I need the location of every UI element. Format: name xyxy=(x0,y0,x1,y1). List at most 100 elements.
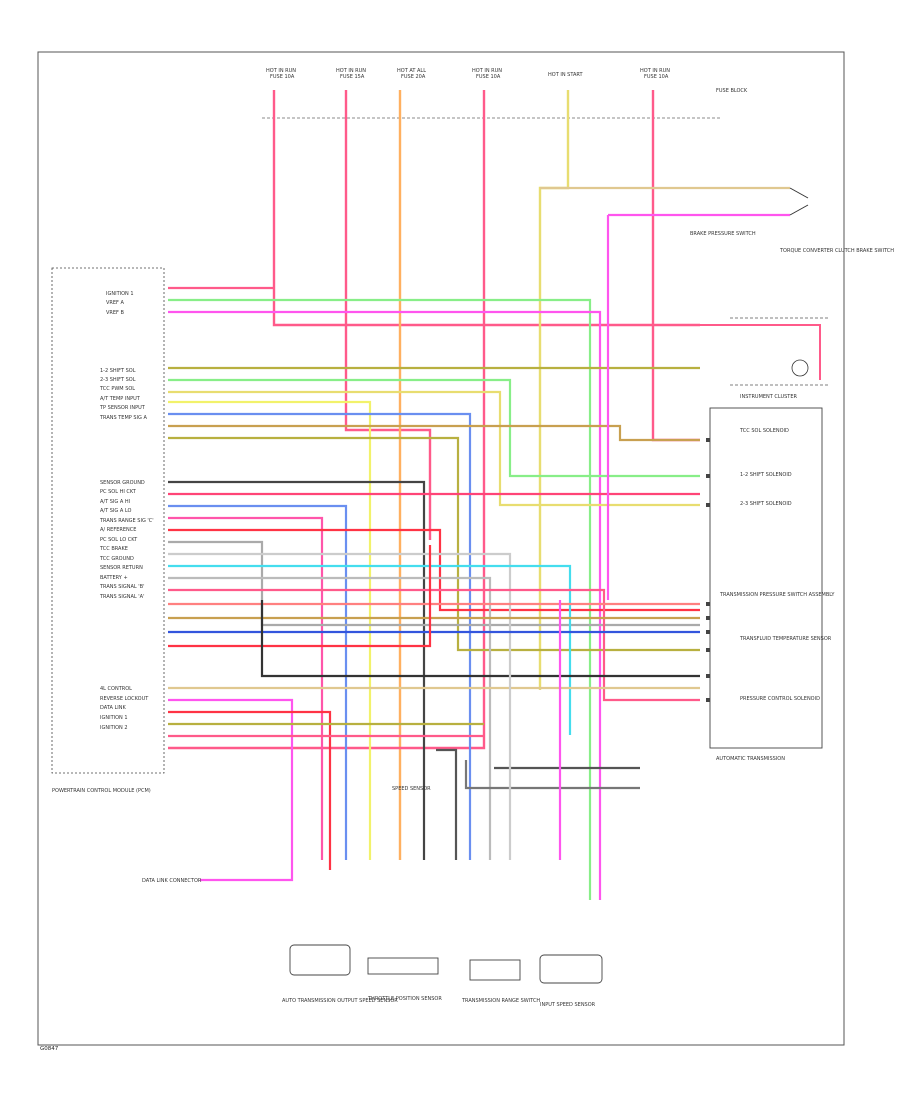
wire xyxy=(168,698,294,882)
pcm-pins-group-1: IGNITION 1 VREF A VREF B xyxy=(106,291,134,316)
fuse-6-label: HOT IN RUN xyxy=(640,68,670,74)
wire xyxy=(168,710,332,870)
fuse-3-sub: FUSE 20A xyxy=(401,74,426,80)
pcm-pin-label: PC SOL LO CKT xyxy=(100,537,138,543)
brake-switch-region: BRAKE PRESSURE SWITCH TORQUE CONVERTER C… xyxy=(540,186,894,600)
wire-pnk-1 xyxy=(272,90,700,327)
wire xyxy=(168,516,324,860)
pcm-pin-label: A/T TEMP INPUT xyxy=(100,396,141,402)
shift-solenoid-a-label: 1-2 SHIFT SOLENOID xyxy=(740,472,792,478)
pcm-pin-label: 2-3 SHIFT SOL xyxy=(100,377,136,383)
wire-pnk-3 xyxy=(168,90,486,750)
pcm-pin-label: SENSOR GROUND xyxy=(100,480,145,486)
fuse-3-label: HOT AT ALL xyxy=(397,68,426,74)
fuse-2-label: HOT IN RUN xyxy=(336,68,366,74)
pcm-pin-label: BATTERY + xyxy=(100,575,128,581)
auto-trans-label: AUTOMATIC TRANSMISSION xyxy=(716,756,785,762)
pcm-wires-group-1 xyxy=(168,286,602,900)
tcc-solenoid-label: TCC SOL SOLENOID xyxy=(739,428,789,434)
wire xyxy=(168,298,592,900)
pin-marker xyxy=(706,630,710,634)
pcm-pins-group-2: 1-2 SHIFT SOL 2-3 SHIFT SOL TCC PWM SOL … xyxy=(99,368,147,421)
range-switch-label: TRANSMISSION RANGE SWITCH xyxy=(461,998,540,1004)
fuse-2-sub: FUSE 15A xyxy=(340,74,365,80)
pcm-pin-label: TCC BRAKE xyxy=(99,546,128,552)
pressure-switch-label: TRANSMISSION PRESSURE SWITCH ASSEMBLY xyxy=(719,592,835,598)
vss-label: AUTO TRANSMISSION OUTPUT SPEED SENSOR xyxy=(282,998,398,1004)
pin-marker xyxy=(706,602,710,606)
pcm-pin-label: A/T SIG A HI xyxy=(100,499,130,505)
wire xyxy=(168,378,700,478)
wire xyxy=(168,400,372,860)
indicator-lamp-icon xyxy=(791,359,809,377)
wire xyxy=(260,600,700,678)
pcm-pin-label: REVERSE LOCKOUT xyxy=(100,696,149,702)
pcm-pin-label: IGNITION 2 xyxy=(100,725,128,731)
pin-marker xyxy=(706,648,710,652)
wire xyxy=(168,390,700,507)
tcc-brake-switch-label: TORQUE CONVERTER CLUTCH BRAKE SWITCH xyxy=(779,248,894,254)
instrument-cluster: INSTRUMENT CLUSTER xyxy=(700,317,830,400)
pcm-pin-label: A/T SIG A LO xyxy=(100,508,131,514)
pin-marker xyxy=(706,503,710,507)
pcm-pins-group-3: SENSOR GROUND PC SOL HI CKT A/T SIG A HI… xyxy=(99,480,154,600)
fuse-4-sub: FUSE 10A xyxy=(476,74,501,80)
wire xyxy=(168,436,700,652)
pcm-pin-label: VREF B xyxy=(106,310,125,316)
data-link-connector-label: DATA LINK CONNECTOR xyxy=(142,878,202,884)
brake-pressure-switch-label: BRAKE PRESSURE SWITCH xyxy=(690,231,756,237)
fuse-1-label: HOT IN RUN xyxy=(266,68,296,74)
range-switch-body xyxy=(469,959,521,981)
wire-pnk-4 xyxy=(651,90,700,442)
pin-marker xyxy=(706,474,710,478)
wire xyxy=(436,748,458,860)
fuse-6-sub: FUSE 10A xyxy=(644,74,669,80)
pcm-pin-label: DATA LINK xyxy=(100,705,126,711)
wire-pnk-2 xyxy=(344,90,432,540)
bottom-wires xyxy=(436,600,640,860)
wire xyxy=(168,424,700,442)
pcm-pin-label: PC SOL HI CKT xyxy=(100,489,137,495)
wire xyxy=(168,552,512,660)
pcm-pin-label: SENSOR RETURN xyxy=(100,565,143,571)
wire xyxy=(168,310,602,900)
pc-solenoid-label: PRESSURE CONTROL SOLENOID xyxy=(740,696,820,702)
wire-yel xyxy=(538,90,570,690)
input-sensor-label: INPUT SPEED SENSOR xyxy=(540,1002,596,1008)
wire xyxy=(700,324,821,380)
top-wires xyxy=(168,90,700,860)
shift-solenoid-b-label: 2-3 SHIFT SOLENOID xyxy=(740,501,792,507)
footer-code: G0847 xyxy=(40,1046,59,1052)
automatic-transmission-box xyxy=(709,407,823,749)
pcm-pin-label: IGNITION 1 xyxy=(106,291,134,297)
pcm-pin-label: IGNITION 1 xyxy=(100,715,128,721)
pcm-pin-label: TRANS SIGNAL 'B' xyxy=(99,584,145,590)
pcm-pin-label: TRANS TEMP SIG A xyxy=(99,415,147,421)
fuse-1-sub: FUSE 10A xyxy=(270,74,295,80)
wire xyxy=(168,588,700,702)
switch-line xyxy=(789,204,809,216)
fuse-4-label: HOT IN RUN xyxy=(472,68,502,74)
pcm-label: POWERTRAIN CONTROL MODULE (PCM) xyxy=(52,788,151,794)
pcm-wires-group-4 xyxy=(168,686,700,882)
instrument-cluster-label: INSTRUMENT CLUSTER xyxy=(740,394,798,400)
pcm-pin-label: TRANS RANGE SIG 'C' xyxy=(99,518,154,524)
wire xyxy=(168,412,472,860)
pcm-pins-group-4: 4L CONTROL REVERSE LOCKOUT DATA LINK IGN… xyxy=(100,686,149,731)
switch-line xyxy=(789,187,809,199)
fuse-block-label: FUSE BLOCK xyxy=(716,88,748,94)
component-pins xyxy=(706,438,710,702)
pcm-pin-label: TCC GROUND xyxy=(99,556,134,562)
cluster-border xyxy=(730,317,830,386)
pcm-pin-label: TCC PWM SOL xyxy=(99,386,135,392)
wire xyxy=(464,760,640,790)
tp-sensor-body xyxy=(367,957,439,975)
wire xyxy=(168,480,426,860)
temp-sensor-label: TRANSFLUID TEMPERATURE SENSOR xyxy=(739,636,832,642)
pcm-pin-label: A/ REFERENCE xyxy=(100,527,136,533)
pcm-wires-group-3 xyxy=(168,480,700,860)
pcm-pin-label: 1-2 SHIFT SOL xyxy=(100,368,136,374)
pcm-pin-label: TRANS SIGNAL 'A' xyxy=(99,594,144,600)
pcm-box xyxy=(51,267,165,774)
transmission-components: TCC SOL SOLENOID 1-2 SHIFT SOLENOID 2-3 … xyxy=(706,428,835,762)
